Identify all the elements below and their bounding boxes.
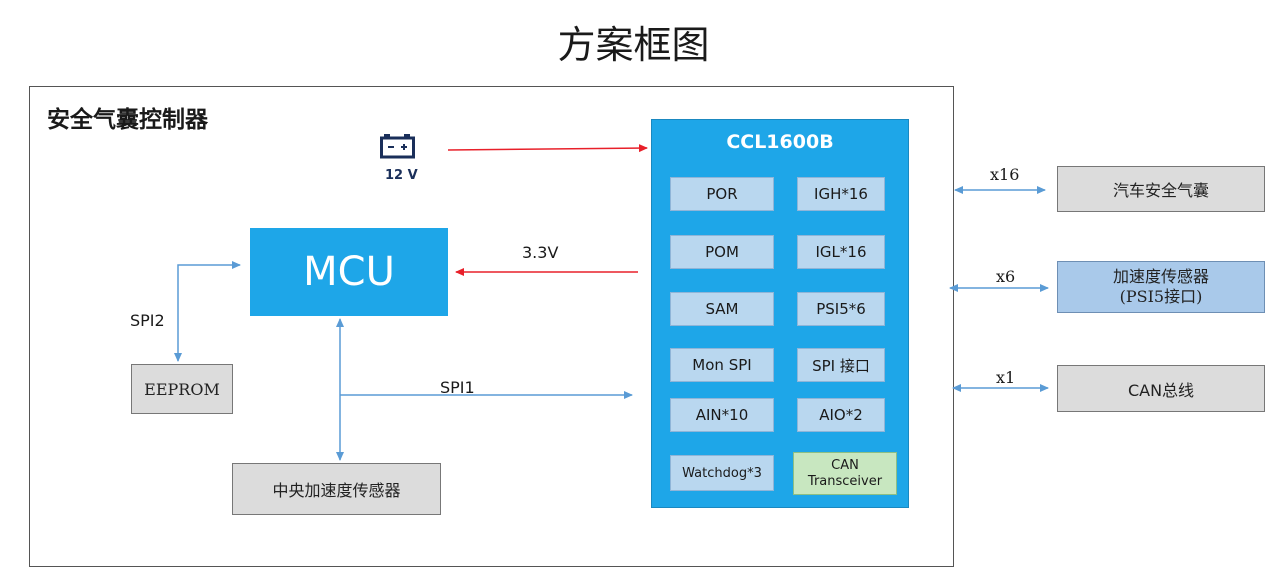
chip-cell-mon-spi: Mon SPI xyxy=(670,348,774,382)
chip-cell-igh: IGH*16 xyxy=(797,177,885,211)
battery-icon xyxy=(380,133,416,163)
power-12v-arrow xyxy=(447,144,648,153)
v33-label: 3.3V xyxy=(522,243,559,262)
chip-cell-watchdog: Watchdog*3 xyxy=(670,455,774,491)
chip-cell-igl: IGL*16 xyxy=(797,235,885,269)
chip-cell-aio: AIO*2 xyxy=(797,398,885,432)
chip-cell-sam: SAM xyxy=(670,292,774,326)
battery-voltage-label: 12 V xyxy=(385,168,418,183)
x16-label: x16 xyxy=(990,165,1020,184)
can-transceiver-line2: Transceiver xyxy=(807,473,883,489)
x6-label: x6 xyxy=(996,267,1016,286)
chip-cell-por: POR xyxy=(670,177,774,211)
controller-boundary xyxy=(29,86,954,567)
x1-label: x1 xyxy=(996,368,1016,387)
spi2-connector xyxy=(174,261,241,362)
controller-label: 安全气囊控制器 xyxy=(47,107,208,133)
chip-cell-psi5: PSI5*6 xyxy=(797,292,885,326)
eeprom-box: EEPROM xyxy=(131,364,233,414)
chip-cell-spi-interface: SPI 接口 xyxy=(797,348,885,382)
chip-cell-ain: AIN*10 xyxy=(670,398,774,432)
can-bus-box: CAN总线 xyxy=(1057,365,1265,412)
vehicle-airbag-box: 汽车安全气囊 xyxy=(1057,166,1265,212)
chip-cell-can-transceiver: CAN Transceiver xyxy=(793,452,897,495)
spi1-label: SPI1 xyxy=(440,378,475,397)
psi5-accel-sensor-line2: (PSI5接口) xyxy=(1119,287,1203,306)
psi5-accel-sensor-line1: 加速度传感器 xyxy=(1112,267,1209,286)
chip-title: CCL1600B xyxy=(726,131,834,153)
can-transceiver-line1: CAN xyxy=(831,457,859,473)
spi2-label: SPI2 xyxy=(130,311,165,330)
mcu-block: MCU xyxy=(250,228,448,316)
chip-cell-pom: POM xyxy=(670,235,774,269)
diagram-title: 方案框图 xyxy=(557,23,710,67)
central-accel-sensor-box: 中央加速度传感器 xyxy=(232,463,441,515)
psi5-accel-sensor-box: 加速度传感器 (PSI5接口) xyxy=(1057,261,1265,313)
